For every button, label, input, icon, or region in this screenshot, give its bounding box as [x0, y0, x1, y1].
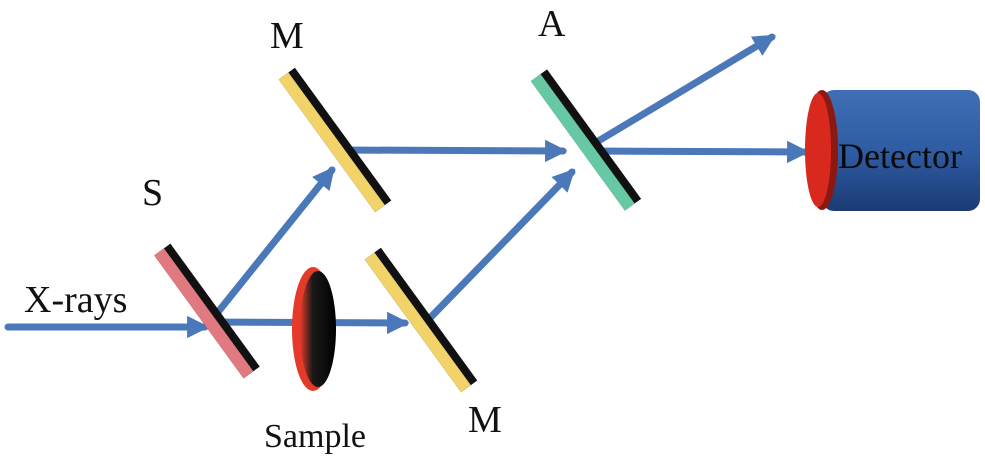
- sample-disc: [292, 267, 336, 391]
- mirror-bottom: [364, 247, 478, 393]
- analyzer-label: A: [538, 3, 566, 45]
- splitter-label: S: [142, 172, 163, 214]
- input-beam-label: X-rays: [24, 279, 127, 321]
- beam-splitter: [154, 243, 260, 379]
- sample-label: Sample: [264, 418, 366, 455]
- detector-label: Detector: [838, 136, 962, 176]
- beam-reference-path: [206, 166, 336, 326]
- mirror-top: [278, 67, 392, 213]
- detector: Detector: [805, 90, 980, 211]
- mirror-bottom-label: M: [468, 399, 502, 441]
- beam-to-detector: [586, 140, 810, 164]
- mirror-top-label: M: [270, 15, 304, 57]
- beam-upward-output: [586, 33, 776, 150]
- beam-top-to-analyzer: [336, 139, 568, 163]
- beam-paths: [4, 33, 810, 339]
- beam-bottom-to-analyzer: [426, 168, 576, 322]
- analyzer-crystal: [530, 69, 642, 211]
